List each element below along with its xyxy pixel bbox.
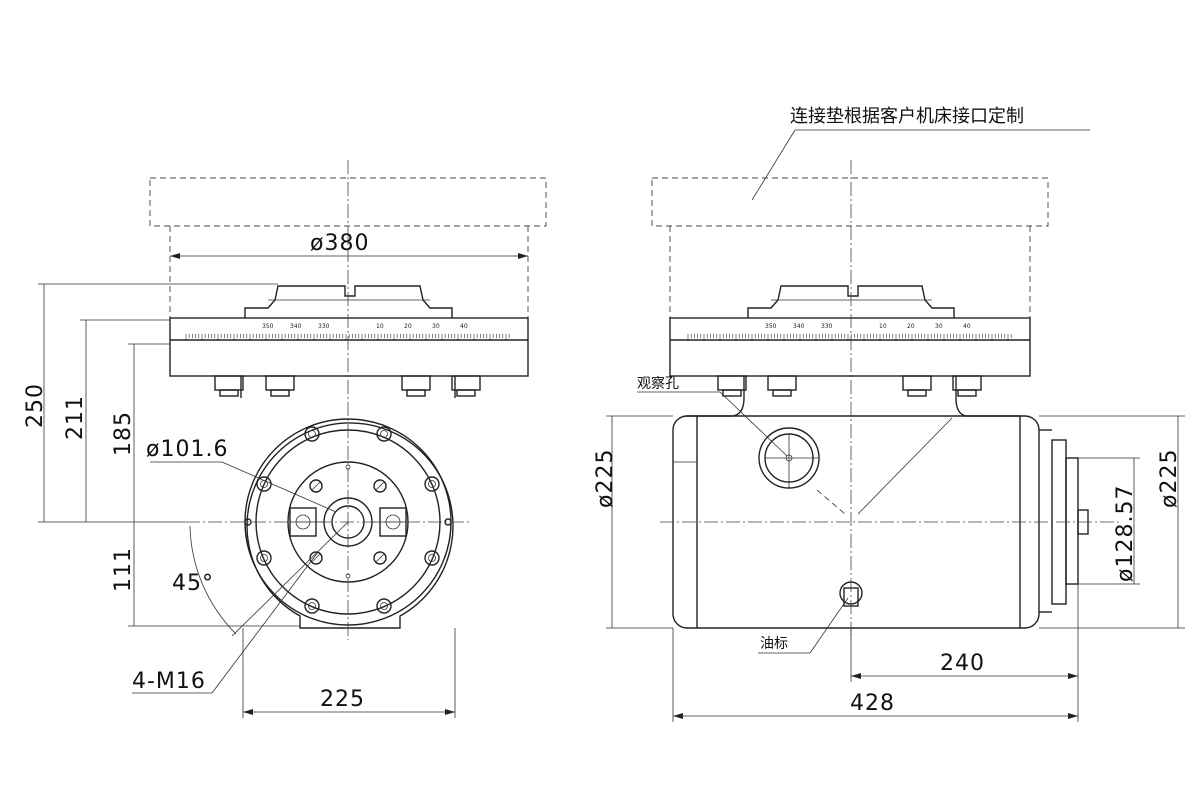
vertical-dims-front: 250 211 185 111	[23, 283, 300, 627]
dim-w225: 225	[320, 687, 365, 712]
bolt-hole	[256, 476, 272, 492]
dim-h211: 211	[63, 395, 88, 440]
scale-number: 30	[432, 323, 440, 330]
dim-h185: 185	[111, 411, 136, 456]
bolt-hole	[376, 598, 392, 614]
scale-number: 340	[793, 323, 805, 330]
oil-mark-label: 油标	[760, 636, 788, 652]
dim-d225-right: ø225	[1157, 449, 1182, 508]
scale-ticks-front: 350 340 330 10 20 30 40	[185, 323, 510, 341]
bolt-hole	[376, 426, 392, 442]
dim-w428: 428	[850, 691, 895, 716]
round-housing	[244, 418, 454, 629]
scale-number: 340	[290, 323, 302, 330]
scale-number: 350	[262, 323, 274, 330]
inner-bolt-hole	[309, 479, 323, 493]
scale-number: 40	[460, 323, 468, 330]
scale-number: 20	[907, 323, 915, 330]
scale-number: 10	[376, 323, 384, 330]
front-view: ø380 350 340 330 10 20 30 40	[23, 160, 547, 718]
bolt-hole	[304, 426, 320, 442]
scale-number: 30	[935, 323, 943, 330]
scale-number: 330	[318, 323, 330, 330]
scale-number: 20	[404, 323, 412, 330]
angle-label: 45°	[172, 571, 214, 596]
dim-d380: ø380	[310, 231, 369, 256]
bolt-hole	[304, 598, 320, 614]
thread-label: 4-M16	[132, 669, 206, 694]
bolt-heads-front	[214, 375, 481, 397]
observation-hole-label: 观察孔	[637, 375, 679, 392]
bolt-heads-side	[717, 375, 982, 397]
title-note: 连接垫根据客户机床接口定制	[790, 106, 1024, 127]
bolt-hole	[424, 550, 440, 566]
adapter-plate-side	[651, 177, 1049, 227]
dim-d225-left: ø225	[593, 449, 618, 508]
bolt-hole	[424, 476, 440, 492]
scale-number: 40	[963, 323, 971, 330]
scale-number: 330	[821, 323, 833, 330]
dim-h111: 111	[111, 547, 136, 592]
dim-d128-57: ø128.57	[1113, 485, 1138, 582]
scale-number: 350	[765, 323, 777, 330]
scale-ticks-side: 350 340 330 10 20 30 40	[687, 323, 1012, 341]
side-view: 350 340 330 10 20 30 40	[593, 106, 1185, 722]
inner-bolt-hole	[373, 551, 387, 565]
dim-w240: 240	[940, 651, 985, 676]
inner-bolt-hole	[309, 551, 323, 565]
dim-h250: 250	[23, 383, 48, 428]
bolt-hole	[244, 518, 252, 526]
inner-bolt-hole	[373, 479, 387, 493]
bolt-hole	[256, 550, 272, 566]
dim-d101-6: ø101.6	[146, 437, 228, 462]
scale-number: 10	[879, 323, 887, 330]
